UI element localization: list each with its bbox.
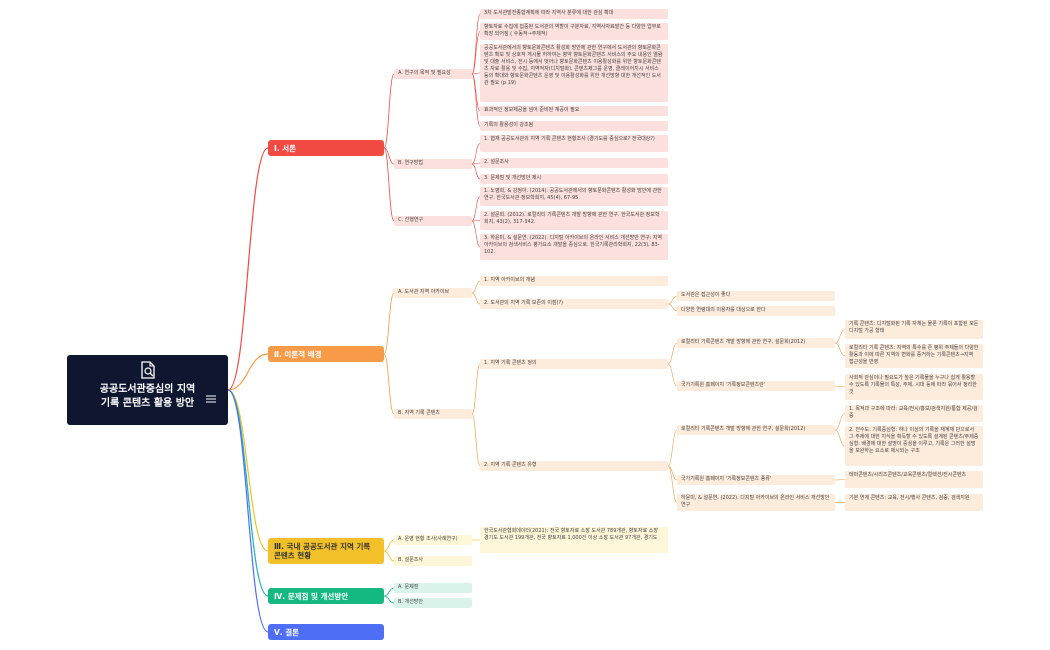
b1-a-item-2[interactable]: 향토자료 수집에 집중된 도서관의 역할이 구분자료, 지역사자료발간 등 다양…: [480, 23, 668, 40]
connector-line: [834, 479, 846, 481]
connector-root-b3: [227, 389, 269, 552]
b2-b-i2-child-1-leaf-2[interactable]: 2. 전수도: 기록중심형: 하나 이상의 기록을 재계재 단으로서 그 주제에…: [845, 426, 983, 466]
b1-c-item-3[interactable]: 3. 하윤미, & 설문연. (2022). 디지털 아카이브의 온라인 서비스…: [480, 234, 668, 260]
connector-line: [471, 162, 481, 165]
branch-4-issues[interactable]: Ⅳ. 문제점 및 개선방안: [268, 588, 384, 604]
connector-line: [383, 73, 395, 149]
b1-a-item-1[interactable]: 3차 도서관발전종합계획에 따라 지역사 분류에 대한 관심 확대: [480, 9, 668, 19]
connector-line: [471, 292, 481, 305]
b3-b-label[interactable]: B. 설문조사: [394, 556, 472, 566]
b2-a-item-2-child-2[interactable]: 다양한 연령대의 이용자를 대상으로 한다: [677, 306, 835, 316]
connector-line: [383, 353, 395, 415]
b2-b-i1-child-1[interactable]: 로컬리티 기록콘텐츠 개발 방향에 관한 연구, 설문희(2012): [677, 338, 835, 348]
connector-line: [471, 72, 481, 75]
connector-line: [471, 220, 481, 222]
b1-a-item-5[interactable]: 기록의 활용성이 강조됨: [480, 121, 668, 131]
connector-line: [667, 303, 678, 312]
connector-line: [471, 363, 481, 415]
connector-line: [667, 429, 678, 467]
connector-line: [471, 413, 481, 467]
b2-a-item-2-child-1[interactable]: 도서관은 접근성이 좋다: [677, 291, 835, 301]
b2-b-i1-child-1-leaf-1[interactable]: 기록 콘텐츠: 디지털화된 기록 자체는 물론 기록이 포함된 모든 디지털 가…: [845, 320, 983, 339]
connector-line: [834, 413, 846, 431]
b2-a-label[interactable]: A. 도서관 지역 아카이브: [394, 288, 472, 298]
menu-lines-icon[interactable]: [206, 395, 216, 403]
connector-line: [834, 429, 846, 447]
b2-b-i1-child-1-leaf-2[interactable]: 로컬리티 기록 콘텐츠: 지역의 특수를 존 평위 주제들의 다양한 활동과 이…: [845, 344, 983, 368]
branch-1-intro[interactable]: Ⅰ. 서론: [268, 140, 384, 156]
connector-line: [667, 295, 678, 305]
root-title-line2: 기록 콘텐츠 활용 방안: [100, 398, 195, 409]
b2-b-i2-child-1-leaf-1[interactable]: 1. 목적과 구조에 따라: 교육/전시/홍보/검색지원/통합 제공/검증: [845, 405, 983, 422]
connector-line: [471, 220, 481, 248]
connector-line: [667, 465, 678, 503]
b1-a-item-4[interactable]: 효과적인 정보제공을 넘어 준비된 계공이 필요: [480, 106, 668, 116]
connector-line: [471, 73, 481, 112]
connector-line: [834, 329, 846, 344]
connector-root-b1: [227, 147, 269, 391]
b1-b-item-2[interactable]: 2. 설문조사: [480, 158, 668, 168]
connector-line: [383, 147, 395, 165]
root-title-line1: 공공도서관중심의 지역: [99, 384, 196, 395]
b2-b-item-2[interactable]: 2. 지역 기록 콘텐츠 유형: [480, 461, 668, 471]
branch-3-status[interactable]: Ⅲ. 국내 공공도서관 지역 기록 콘텐츠 현황: [268, 538, 384, 564]
connector-line: [667, 465, 678, 481]
b4-b-label[interactable]: B. 개선방안: [394, 598, 472, 608]
b2-b-i1-child-2-leaf-1[interactable]: 사회적 관심이나 필요도가 높은 기록물을 누구나 쉽게 활용할 수 있도록 기…: [845, 374, 983, 400]
b2-b-i2-child-2-leaf-1[interactable]: 테마콘텐츠/시리즈콘텐츠/교육콘텐츠/컬렉션/전시콘텐츠: [845, 471, 983, 488]
b1-c-label[interactable]: C. 선행연구: [394, 216, 472, 226]
b1-b-item-1[interactable]: 1. 협재 공공도서관의 지역 기록 콘텐츠 현황조사 (경기도를 중심으로? …: [480, 135, 668, 152]
connector-line: [383, 595, 395, 604]
b3-a-item-1[interactable]: 한국도서관협회데이터(2021): 전국 향토자료 소장 도서관 789개관, …: [480, 527, 668, 553]
connector-line: [471, 280, 481, 294]
document-search-icon: [140, 361, 155, 379]
b2-a-item-1[interactable]: 1. 지역 아카이브의 개념: [480, 276, 668, 286]
b2-b-label[interactable]: B. 지역 기록 콘텐츠: [394, 409, 472, 419]
connector-line: [383, 292, 395, 355]
root-node[interactable]: 공공도서관중심의 지역 기록 콘텐츠 활용 방안: [67, 355, 228, 425]
b2-b-i2-child-1[interactable]: 로컬리티 기록콘텐츠 개발 방향에 관한 연구, 설문희(2012): [677, 425, 835, 435]
b1-a-label[interactable]: A. 연구의 목적 및 필요성: [394, 69, 472, 79]
b1-b-item-3[interactable]: 3. 문제점 및 개선방안 제시: [480, 174, 668, 184]
connector-line: [667, 363, 678, 387]
connector-line: [471, 13, 481, 75]
b2-b-i2-child-2[interactable]: 국가기록원 홈페이지 '기록정보콘텐츠 종류': [677, 475, 835, 485]
b1-c-item-1[interactable]: 1. 노영희, & 강정아. (2014). 공공도서관에서의 향토문화콘텐츠 …: [480, 187, 668, 206]
branch-3-label: Ⅲ. 국내 공공도서관 지역 기록 콘텐츠 현황: [274, 542, 371, 560]
b2-b-i2-child-3-leaf-1[interactable]: 기본 연계 콘텐츠: 교육, 전시/행사 콘텐츠, 검증, 검색지원: [845, 494, 983, 511]
branch-2-theory[interactable]: Ⅱ. 이론적 배경: [268, 346, 384, 362]
b1-a-item-3[interactable]: 공공도서관에서의 향토문화콘텐츠 활성화 방안에 관한 연구에서 도서관의 향토…: [480, 44, 668, 102]
branch-5-conclusion[interactable]: Ⅴ. 결론: [268, 624, 384, 640]
connector-line: [383, 147, 395, 222]
connector-line: [471, 163, 481, 180]
connector-line: [667, 342, 678, 365]
b2-b-i1-child-2[interactable]: 국가기록원 홈페이지 '기록정보콘텐츠란': [677, 381, 835, 391]
connector-line: [471, 143, 481, 165]
connector-line: [383, 539, 395, 552]
b1-b-label[interactable]: B. 연구방법: [394, 159, 472, 169]
b2-a-item-2[interactable]: 2. 도서관의 지역 기록 보존의 이점(?): [480, 299, 668, 309]
connector-line: [383, 550, 395, 562]
b2-b-i2-child-3[interactable]: 하윤미, & 설문연. (2022). 디지털 아카이브의 온라인 서비스 개선…: [677, 494, 835, 511]
connector-line: [471, 196, 481, 222]
b3-a-label[interactable]: A. 운영 현황 조사(사례연구): [394, 535, 472, 545]
connector-root-b4-alt: [227, 389, 269, 597]
b4-a-label[interactable]: A. 문제점: [394, 583, 472, 593]
connector-line: [383, 587, 395, 597]
connector-line: [471, 73, 481, 127]
connector-line: [834, 342, 846, 357]
connector-line: [834, 385, 846, 388]
b1-c-item-2[interactable]: 2. 설문희. (2012). 로컬리티 기록콘텐츠 개발 방향에 관한 연구.…: [480, 211, 668, 230]
connector-line: [471, 31, 481, 75]
connector-root-b2: [227, 353, 269, 391]
b2-b-item-1[interactable]: 1. 지역 기록 콘텐츠 정의: [480, 359, 668, 369]
connector-root-b5: [227, 389, 269, 633]
